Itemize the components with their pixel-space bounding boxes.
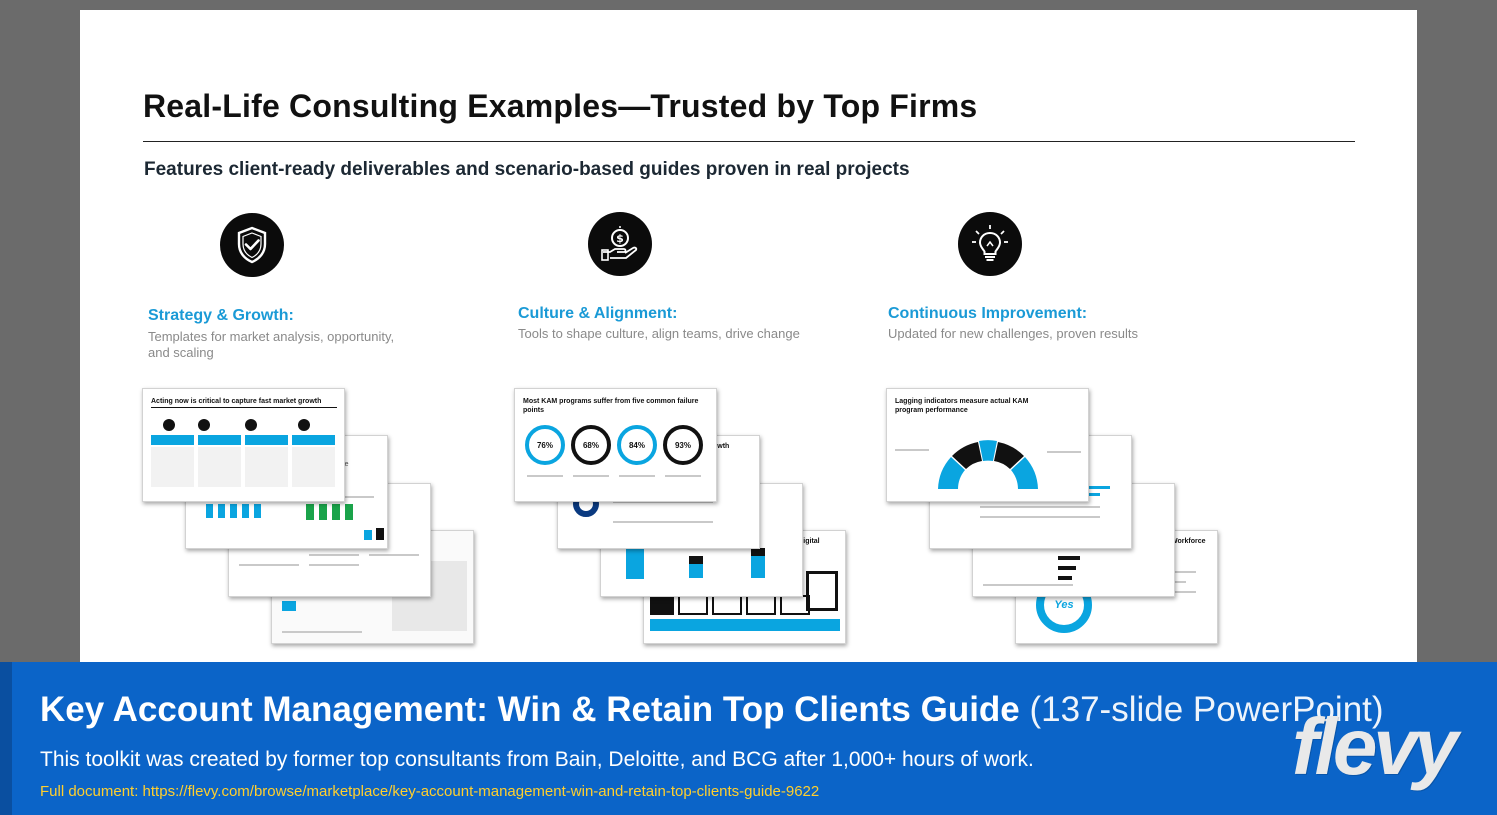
feature-title: Strategy & Growth: (148, 307, 294, 324)
document-banner: Key Account Management: Win & Retain Top… (0, 662, 1497, 815)
feature-title: Culture & Alignment: (518, 305, 678, 322)
lightbulb-icon (958, 212, 1022, 276)
document-title-format: (137-slide PowerPoint) (1029, 690, 1384, 729)
thumbnail-slide-front: Lagging indicators measure actual KAM pr… (886, 388, 1089, 502)
slide-preview: Real-Life Consulting Examples—Trusted by… (80, 10, 1417, 670)
feature-description: Templates for market analysis, opportuni… (148, 329, 395, 360)
feature-description: Updated for new challenges, proven resul… (888, 326, 1139, 341)
ring-stat: 76% (525, 425, 565, 465)
shield-check-icon (220, 213, 284, 277)
thumbnail-partial-title: digital (799, 538, 820, 545)
document-title-main: Key Account Management: Win & Retain Top… (40, 690, 1020, 729)
document-title: Key Account Management: Win & Retain Top… (40, 690, 1384, 730)
document-url-link[interactable]: Full document: https://flevy.com/browse/… (40, 783, 820, 800)
thumbnail-partial-title: owth (713, 443, 730, 450)
money-hand-icon: $ (588, 212, 652, 276)
slide-title: Real-Life Consulting Examples—Trusted by… (143, 88, 978, 124)
thumbnail-slide-front: Most KAM programs suffer from five commo… (514, 388, 717, 502)
thumbnail-title: Acting now is critical to capture fast m… (151, 398, 322, 405)
document-description: This toolkit was created by former top c… (40, 748, 1034, 771)
flevy-logo: flevy (1292, 702, 1458, 791)
ring-stat: 93% (663, 425, 703, 465)
thumbnail-slide-front: Acting now is critical to capture fast m… (142, 388, 345, 502)
ring-stat: 84% (617, 425, 657, 465)
feature-title: Continuous Improvement: (888, 305, 1088, 322)
ring-stat: 68% (571, 425, 611, 465)
thumbnail-title: Lagging indicators measure actual KAM pr… (895, 398, 1029, 414)
slide-subtitle: Features client-ready deliverables and s… (144, 159, 910, 180)
thumbnail-title: Most KAM programs suffer from five commo… (523, 398, 699, 414)
title-divider (143, 141, 1355, 142)
banner-accent-strip (0, 662, 12, 815)
thumbnail-partial-title: Workforce (1171, 538, 1206, 545)
svg-text:$: $ (616, 232, 624, 245)
feature-description: Tools to shape culture, align teams, dri… (518, 326, 800, 341)
